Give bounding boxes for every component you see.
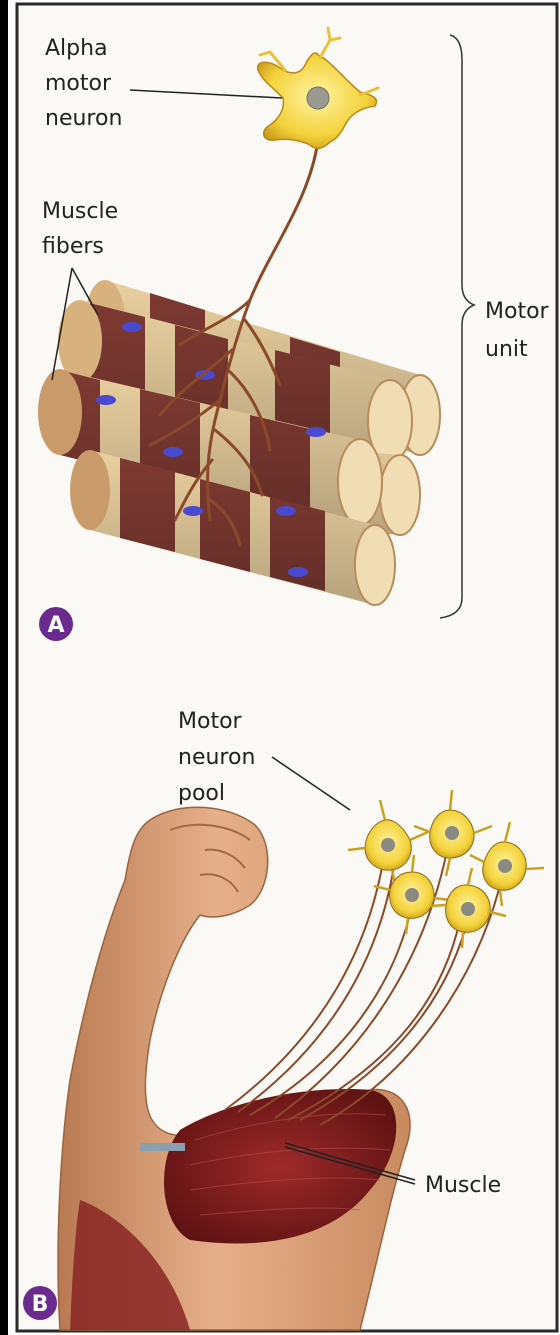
label-muscle: Muscle xyxy=(425,1173,501,1198)
fiber-nucleus xyxy=(163,447,183,457)
fiber-nucleus xyxy=(96,395,116,405)
panel-b-badge: B xyxy=(23,1286,57,1320)
panel-a-badge: A xyxy=(39,607,73,641)
fiber-nucleus xyxy=(288,567,308,577)
left-border-bar xyxy=(0,0,8,1335)
svg-text:B: B xyxy=(32,1292,49,1317)
neuron-nucleus xyxy=(307,87,329,109)
fiber-nucleus xyxy=(183,506,203,516)
svg-text:A: A xyxy=(47,613,64,638)
fiber-nucleus xyxy=(276,506,296,516)
fiber-nucleus xyxy=(122,322,142,332)
tendon xyxy=(140,1143,185,1151)
fiber-nucleus xyxy=(306,427,326,437)
label-alpha-motor-neuron: Alpha motor neuron xyxy=(45,36,122,131)
